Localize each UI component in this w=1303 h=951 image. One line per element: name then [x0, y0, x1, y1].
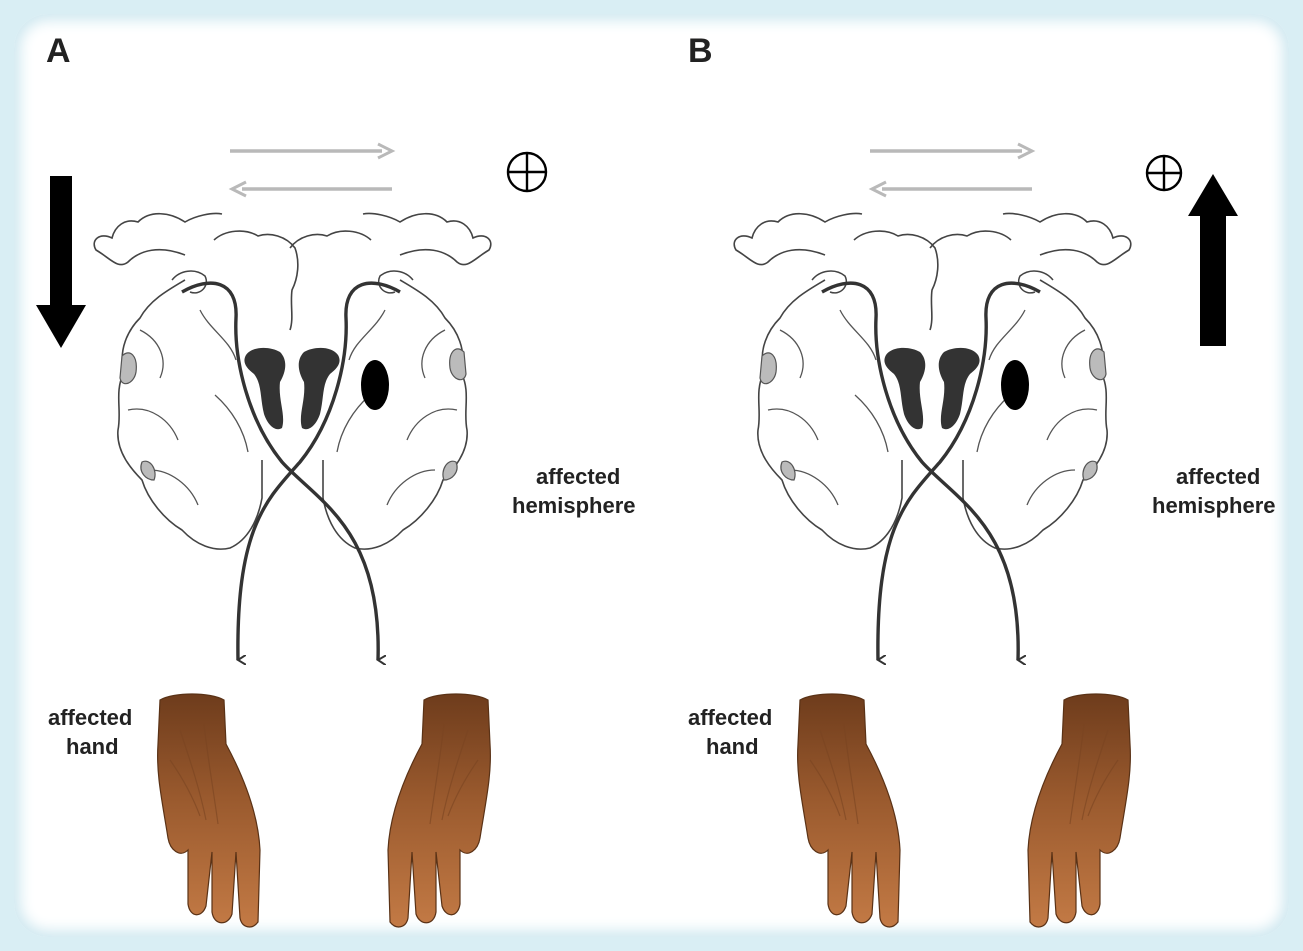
hemisphere-label-a-line2: hemisphere [512, 493, 636, 518]
panel-label-a: A [46, 32, 71, 70]
panel-label-b: B [688, 32, 713, 70]
hand-icon [388, 694, 490, 927]
hand-label-a-line1: affected [48, 705, 132, 730]
hand-label-a-line2: hand [66, 734, 119, 759]
large-down-arrow-icon [36, 176, 86, 348]
hemisphere-label-a-line1: affected [536, 464, 620, 489]
brain-outline-icon [94, 144, 491, 660]
hemisphere-label-b-line1: affected [1176, 464, 1260, 489]
brain-outline-icon [734, 144, 1131, 660]
hand-icon [1028, 694, 1130, 927]
hand-label-b-line1: affected [688, 705, 772, 730]
circled-plus-icon [508, 153, 546, 191]
large-up-arrow-icon [1188, 174, 1238, 346]
hand-icon [798, 694, 900, 927]
hand-label-b-line2: hand [706, 734, 759, 759]
hand-icon [158, 694, 260, 927]
circled-plus-icon [1147, 156, 1181, 190]
hemisphere-label-b-line2: hemisphere [1152, 493, 1276, 518]
panel-b: B affected hemisphere affected hand [688, 32, 1276, 927]
panel-a: A affected hemisphere affected hand [36, 32, 636, 927]
